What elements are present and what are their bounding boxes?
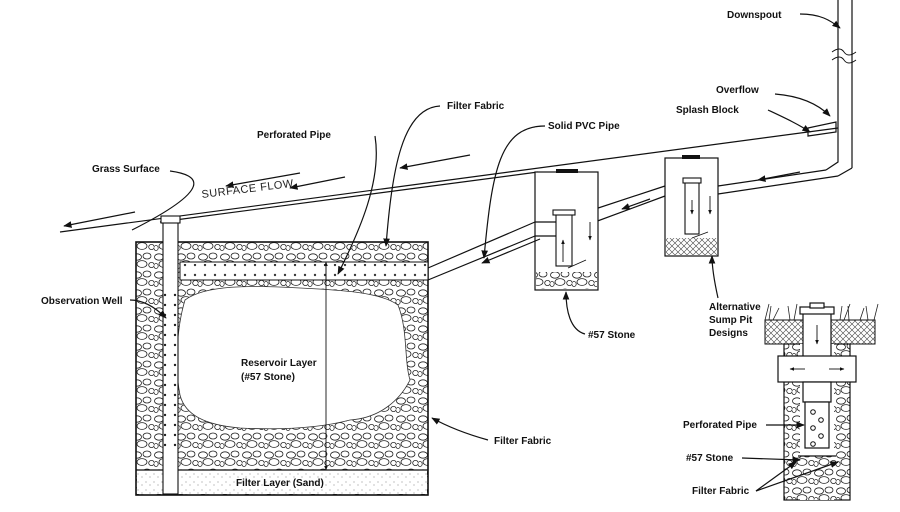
splash-block xyxy=(807,121,837,137)
label-surface-flow: SURFACE FLOW xyxy=(201,178,295,201)
label-57-stone-detail: #57 Stone xyxy=(686,453,734,464)
label-filter-fabric-detail: Filter Fabric xyxy=(692,486,750,497)
downspout xyxy=(825,0,857,177)
leader-lines xyxy=(129,13,841,492)
label-perforated-pipe-detail: Perforated Pipe xyxy=(683,420,757,431)
label-reservoir-line2: (#57 Stone) xyxy=(241,372,295,383)
label-filter-fabric-right: Filter Fabric xyxy=(494,436,552,447)
label-downspout: Downspout xyxy=(727,10,782,21)
flow-arrows xyxy=(63,154,801,264)
label-observation-well: Observation Well xyxy=(41,296,123,307)
grass-tufts xyxy=(764,303,879,321)
sump-pit-right xyxy=(664,155,719,257)
label-perforated-pipe-top: Perforated Pipe xyxy=(257,130,331,141)
label-grass-surface: Grass Surface xyxy=(92,164,160,175)
label-reservoir-line1: Reservoir Layer xyxy=(241,358,317,369)
label-filter-layer: Filter Layer (Sand) xyxy=(236,478,324,489)
label-alt-sump-line2: Sump Pit xyxy=(709,315,753,326)
reservoir xyxy=(135,215,429,496)
label-splash-block: Splash Block xyxy=(676,105,739,116)
label-overflow: Overflow xyxy=(716,85,759,96)
label-solid-pvc-pipe: Solid PVC Pipe xyxy=(548,121,620,132)
solid-pvc-pipe xyxy=(427,169,839,281)
sump-pit-left xyxy=(534,169,599,291)
ground-surface xyxy=(59,127,839,233)
alt-sump-detail xyxy=(764,302,879,501)
label-57-stone: #57 Stone xyxy=(588,330,636,341)
label-alt-sump-line3: Designs xyxy=(709,328,748,339)
label-filter-fabric-top: Filter Fabric xyxy=(447,101,505,112)
label-alt-sump-line1: Alternative xyxy=(709,302,761,313)
